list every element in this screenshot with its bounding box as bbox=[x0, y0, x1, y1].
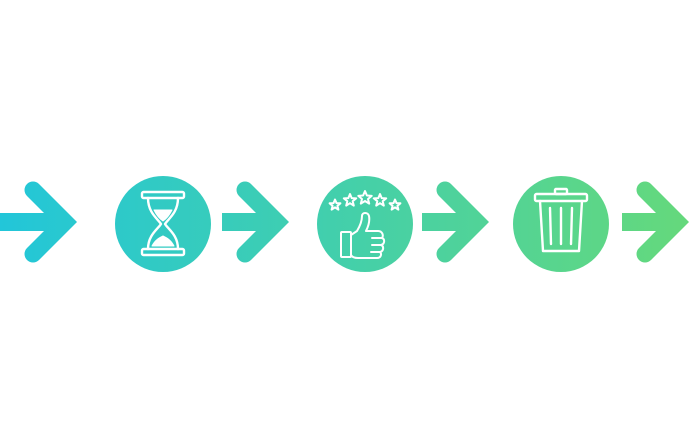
thumbs-up-stars-icon bbox=[328, 190, 402, 259]
hourglass-icon bbox=[140, 190, 186, 257]
step-circle-3 bbox=[513, 176, 609, 272]
step-circle-2 bbox=[317, 176, 413, 272]
step-circle-1 bbox=[115, 176, 211, 272]
flow-arrow-4 bbox=[622, 181, 689, 263]
thumb-hand bbox=[340, 212, 386, 259]
flow-arrow-3 bbox=[422, 181, 489, 263]
flow-arrow-1 bbox=[0, 181, 77, 263]
flow-arrow-2 bbox=[222, 181, 289, 263]
trash-bin-icon bbox=[533, 187, 589, 253]
rating-stars bbox=[328, 190, 402, 211]
